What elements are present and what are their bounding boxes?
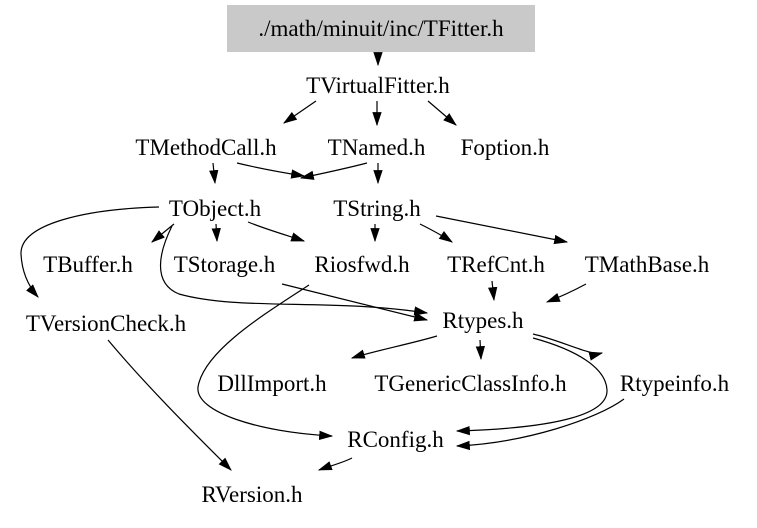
edge-tobject-rtypes xyxy=(159,225,429,316)
node-tfitter: ./math/minuit/inc/TFitter.h xyxy=(227,5,535,52)
node-foption[interactable]: Foption.h xyxy=(460,135,550,160)
edge-rtypes-tgenericclassinfo xyxy=(475,339,485,361)
node-tvirtualfitter[interactable]: TVirtualFitter.h xyxy=(306,73,450,98)
edge-rtypeinfo-rconfig xyxy=(455,398,625,451)
edge-tobject-tbuffer xyxy=(151,223,175,243)
edge-tobject-tversioncheck xyxy=(20,206,160,298)
node-trefcnt[interactable]: TRefCnt.h xyxy=(447,252,545,277)
edge-tvirtualfitter-tmethodcall xyxy=(283,100,317,124)
edge-tobject-tstorage xyxy=(211,223,221,243)
node-rversion[interactable]: RVersion.h xyxy=(201,482,303,507)
node-tmethodcall[interactable]: TMethodCall.h xyxy=(135,135,277,160)
edge-tvirtualfitter-foption xyxy=(427,100,457,126)
edge-tstring-tmathbase xyxy=(435,215,569,245)
edge-rtypes-dllimport xyxy=(350,335,438,359)
node-rtypes[interactable]: Rtypes.h xyxy=(442,308,524,333)
edge-tnamed-tobject xyxy=(299,162,368,180)
edge-trefcnt-rtypes xyxy=(488,280,498,302)
edge-tstring-trefcnt xyxy=(419,223,453,243)
node-tgenericclassinfo[interactable]: TGenericClassInfo.h xyxy=(374,371,567,396)
edge-tobject-riosfwd xyxy=(247,221,306,242)
edge-tmethodcall-tstring xyxy=(236,162,306,179)
node-rconfig[interactable]: RConfig.h xyxy=(347,427,444,452)
edge-tstorage-rtypes xyxy=(281,283,429,322)
node-dllimport[interactable]: DllImport.h xyxy=(217,371,327,396)
edge-rtypes-rconfig xyxy=(455,337,608,436)
edge-tversioncheck-rversion xyxy=(107,339,232,471)
edge-rtypes-rtypeinfo xyxy=(532,333,604,361)
edge-tmethodcall-tobject xyxy=(209,162,219,185)
edge-riosfwd-rconfig xyxy=(197,284,334,440)
node-tnamed[interactable]: TNamed.h xyxy=(327,135,426,160)
node-tbuffer[interactable]: TBuffer.h xyxy=(43,252,133,277)
edge-tmathbase-rtypes xyxy=(545,283,587,303)
node-tstring[interactable]: TString.h xyxy=(333,196,421,221)
node-tmathbase[interactable]: TMathBase.h xyxy=(584,252,710,277)
node-rtypeinfo[interactable]: Rtypeinfo.h xyxy=(619,371,730,396)
node-tversioncheck[interactable]: TVersionCheck.h xyxy=(25,311,187,336)
edge-rconfig-rversion xyxy=(317,457,353,471)
node-riosfwd[interactable]: Riosfwd.h xyxy=(314,252,410,277)
node-tobject[interactable]: TObject.h xyxy=(168,196,262,221)
node-tstorage[interactable]: TStorage.h xyxy=(173,252,276,277)
